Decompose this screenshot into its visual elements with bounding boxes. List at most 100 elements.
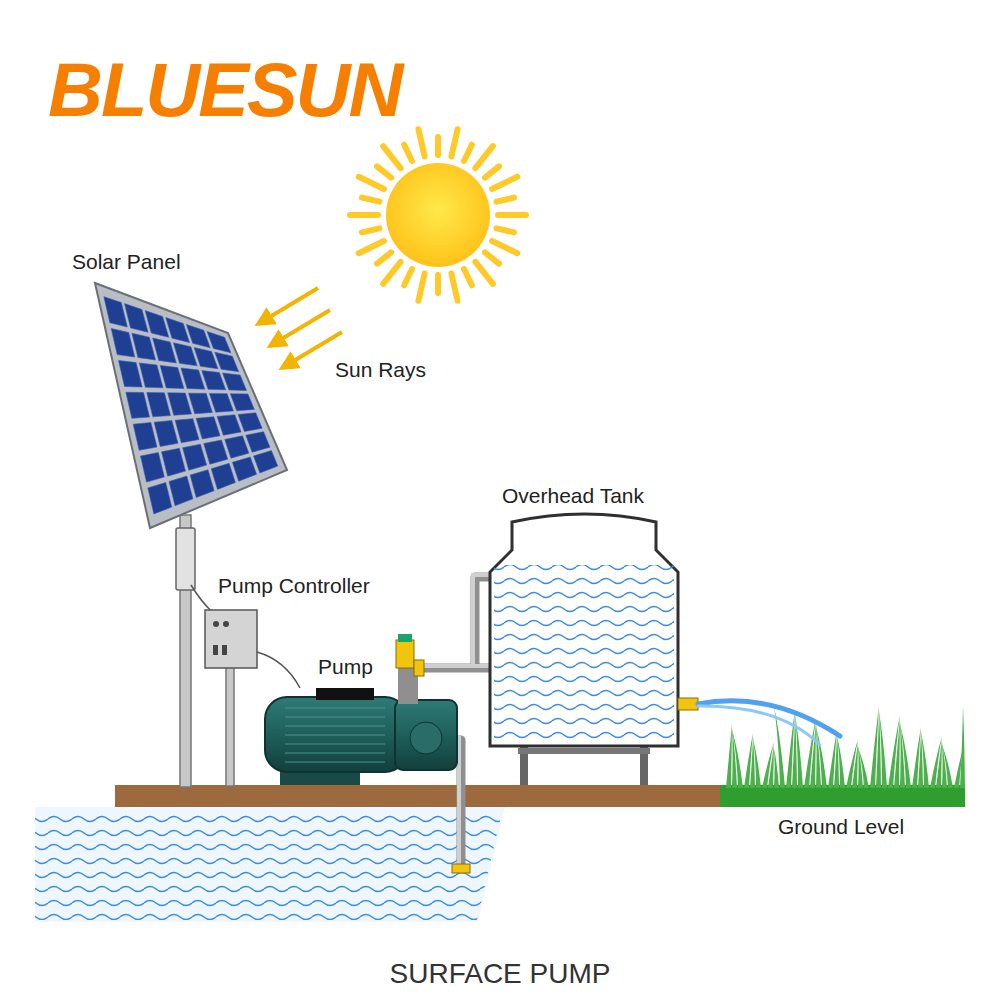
solar-cell <box>139 363 163 388</box>
motor-fin <box>285 716 385 717</box>
grass-blade <box>732 730 743 788</box>
pond-waves <box>35 812 502 920</box>
solar-cell <box>225 436 249 458</box>
motor-fin <box>285 761 385 762</box>
motor-fin <box>285 752 385 753</box>
solar-cell <box>160 365 184 388</box>
solar-cell <box>147 393 171 417</box>
solar-cell <box>204 440 228 464</box>
sun-ray <box>359 177 384 189</box>
part-label: Overhead Tank <box>502 484 644 508</box>
solar-cell <box>254 451 278 473</box>
grass <box>726 706 965 788</box>
part-label: Pump Controller <box>218 574 370 598</box>
sun-ray <box>383 262 400 284</box>
panel-wire <box>191 585 212 612</box>
solar-cell <box>104 297 128 327</box>
solar-cell <box>183 444 207 470</box>
solar-cell <box>175 419 199 443</box>
grass-blade <box>834 733 839 788</box>
grass-blade <box>918 730 923 788</box>
solar-cell <box>119 360 143 387</box>
sun-ray <box>496 198 514 202</box>
grass-blade <box>888 715 900 788</box>
motor-fin <box>285 725 385 726</box>
sun-ray <box>498 212 526 218</box>
grass-blade <box>816 727 827 788</box>
brand-logo: BLUESUN <box>48 52 401 128</box>
solar-cell <box>217 415 241 435</box>
grass-blade <box>753 739 761 788</box>
sun-ray <box>485 166 499 177</box>
sun-ray <box>475 146 492 168</box>
solar-cell <box>211 463 235 489</box>
solar-cell <box>169 476 193 506</box>
grass-blade <box>921 733 929 788</box>
sun-ray <box>475 262 492 284</box>
solar-cell <box>246 432 270 453</box>
grass-blade <box>930 736 942 788</box>
motor-fin <box>285 734 385 735</box>
overhead-tank <box>490 514 698 785</box>
sun-ray-arrows <box>258 288 342 368</box>
grass-blade <box>804 718 816 788</box>
grass-blade <box>942 745 953 788</box>
solar-cell <box>215 352 239 371</box>
solar-cell <box>230 394 254 411</box>
solar-cell <box>145 311 169 338</box>
ground-grass <box>720 785 965 807</box>
pump-controller <box>205 610 257 668</box>
solar-cell <box>209 393 233 412</box>
foot-valve <box>452 864 470 873</box>
sun-ray <box>492 241 517 253</box>
pond <box>35 807 505 922</box>
pump-wire <box>257 652 300 688</box>
solar-cell <box>238 413 262 432</box>
ground-soil <box>115 785 725 807</box>
controller-pole <box>226 666 234 786</box>
grass-blade <box>726 724 732 788</box>
grass-blade <box>762 742 774 788</box>
solar-cell <box>153 338 177 363</box>
grass-blade <box>837 736 845 788</box>
grass-blade <box>900 724 911 788</box>
sun-ray <box>377 252 391 263</box>
sun-ray <box>492 177 517 189</box>
sun-ray <box>435 275 441 293</box>
solar-cell <box>141 452 165 482</box>
grass-blade <box>858 748 869 788</box>
solar-cell <box>190 470 214 498</box>
sun-ray <box>377 166 391 177</box>
part-label: Ground Level <box>778 815 904 839</box>
sun-ray <box>359 241 384 253</box>
sun-ray <box>464 269 472 285</box>
sun-ray <box>485 252 499 263</box>
sun-ray <box>404 145 412 161</box>
solar-cell <box>173 343 197 366</box>
panel-frame <box>95 283 287 528</box>
sun-ray <box>464 145 472 161</box>
solar-cell <box>223 373 247 391</box>
sun-ray <box>350 212 378 218</box>
solar-cell <box>189 393 213 414</box>
pump <box>265 634 457 785</box>
solar-cell <box>124 304 148 333</box>
solar-cell <box>194 347 218 368</box>
solar-cell <box>132 333 156 360</box>
grass-blade <box>960 706 965 788</box>
sun-ray <box>451 273 457 300</box>
caption: SURFACE PUMP <box>390 958 611 990</box>
solar-cell <box>126 392 150 418</box>
part-label: Solar Panel <box>72 250 181 274</box>
solar-cell <box>186 324 210 347</box>
grass-blade <box>936 739 942 788</box>
sun-rays <box>350 129 526 301</box>
solar-cell <box>111 329 135 358</box>
sun-ray <box>418 273 424 300</box>
solar-cell <box>181 368 205 389</box>
sun-ray <box>404 269 412 285</box>
grass-blade <box>774 748 779 788</box>
grass-blade <box>846 739 858 788</box>
